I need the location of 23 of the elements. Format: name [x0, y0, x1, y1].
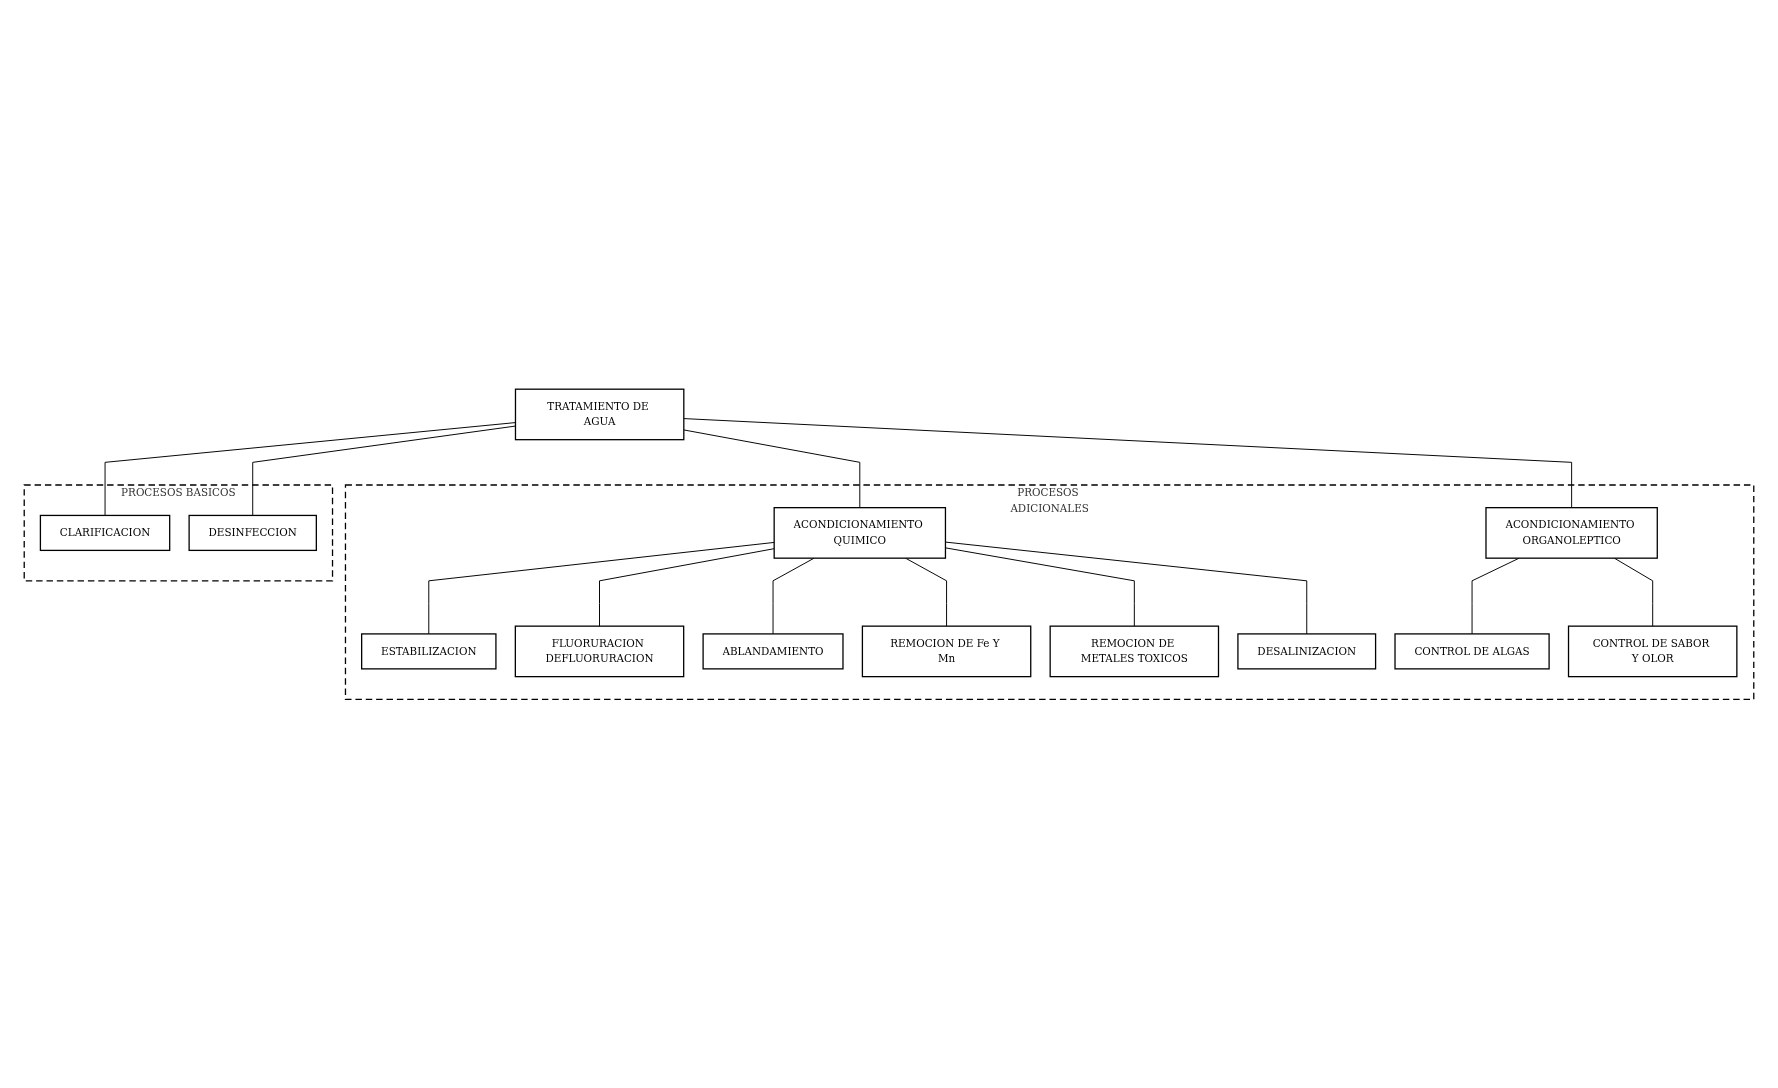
node-box: FLUORURACION DEFLUORURACION: [514, 625, 685, 678]
node-box: ABLANDAMIENTO: [702, 633, 844, 670]
node-box: TRATAMIENTO DE AGUA: [514, 388, 685, 441]
connector: [1471, 557, 1520, 635]
node-box: DESINFECCION: [188, 514, 317, 551]
connector: [683, 417, 1573, 508]
node-box: ACONDICIONAMIENTO QUIMICO: [773, 506, 947, 559]
connector: [252, 425, 516, 516]
node-box: CONTROL DE ALGAS: [1394, 633, 1550, 670]
node-box: ACONDICIONAMIENTO ORGANOLEPTICO: [1485, 506, 1658, 559]
connector: [683, 429, 861, 508]
node-box: CONTROL DE SABOR Y OLOR: [1567, 625, 1738, 678]
connector: [599, 547, 775, 627]
node-box: ESTABILIZACION: [361, 633, 497, 670]
node-box: REMOCION DE METALES TOXICOS: [1049, 625, 1220, 678]
node-box: REMOCION DE Fe Y Mn: [861, 625, 1032, 678]
node-box: CLARIFICACION: [39, 514, 171, 551]
connector: [772, 557, 815, 635]
connector: [905, 557, 948, 627]
connector: [1613, 557, 1654, 627]
connector: [104, 421, 516, 516]
connector: [428, 541, 775, 635]
node-box: DESALINIZACION: [1237, 633, 1377, 670]
